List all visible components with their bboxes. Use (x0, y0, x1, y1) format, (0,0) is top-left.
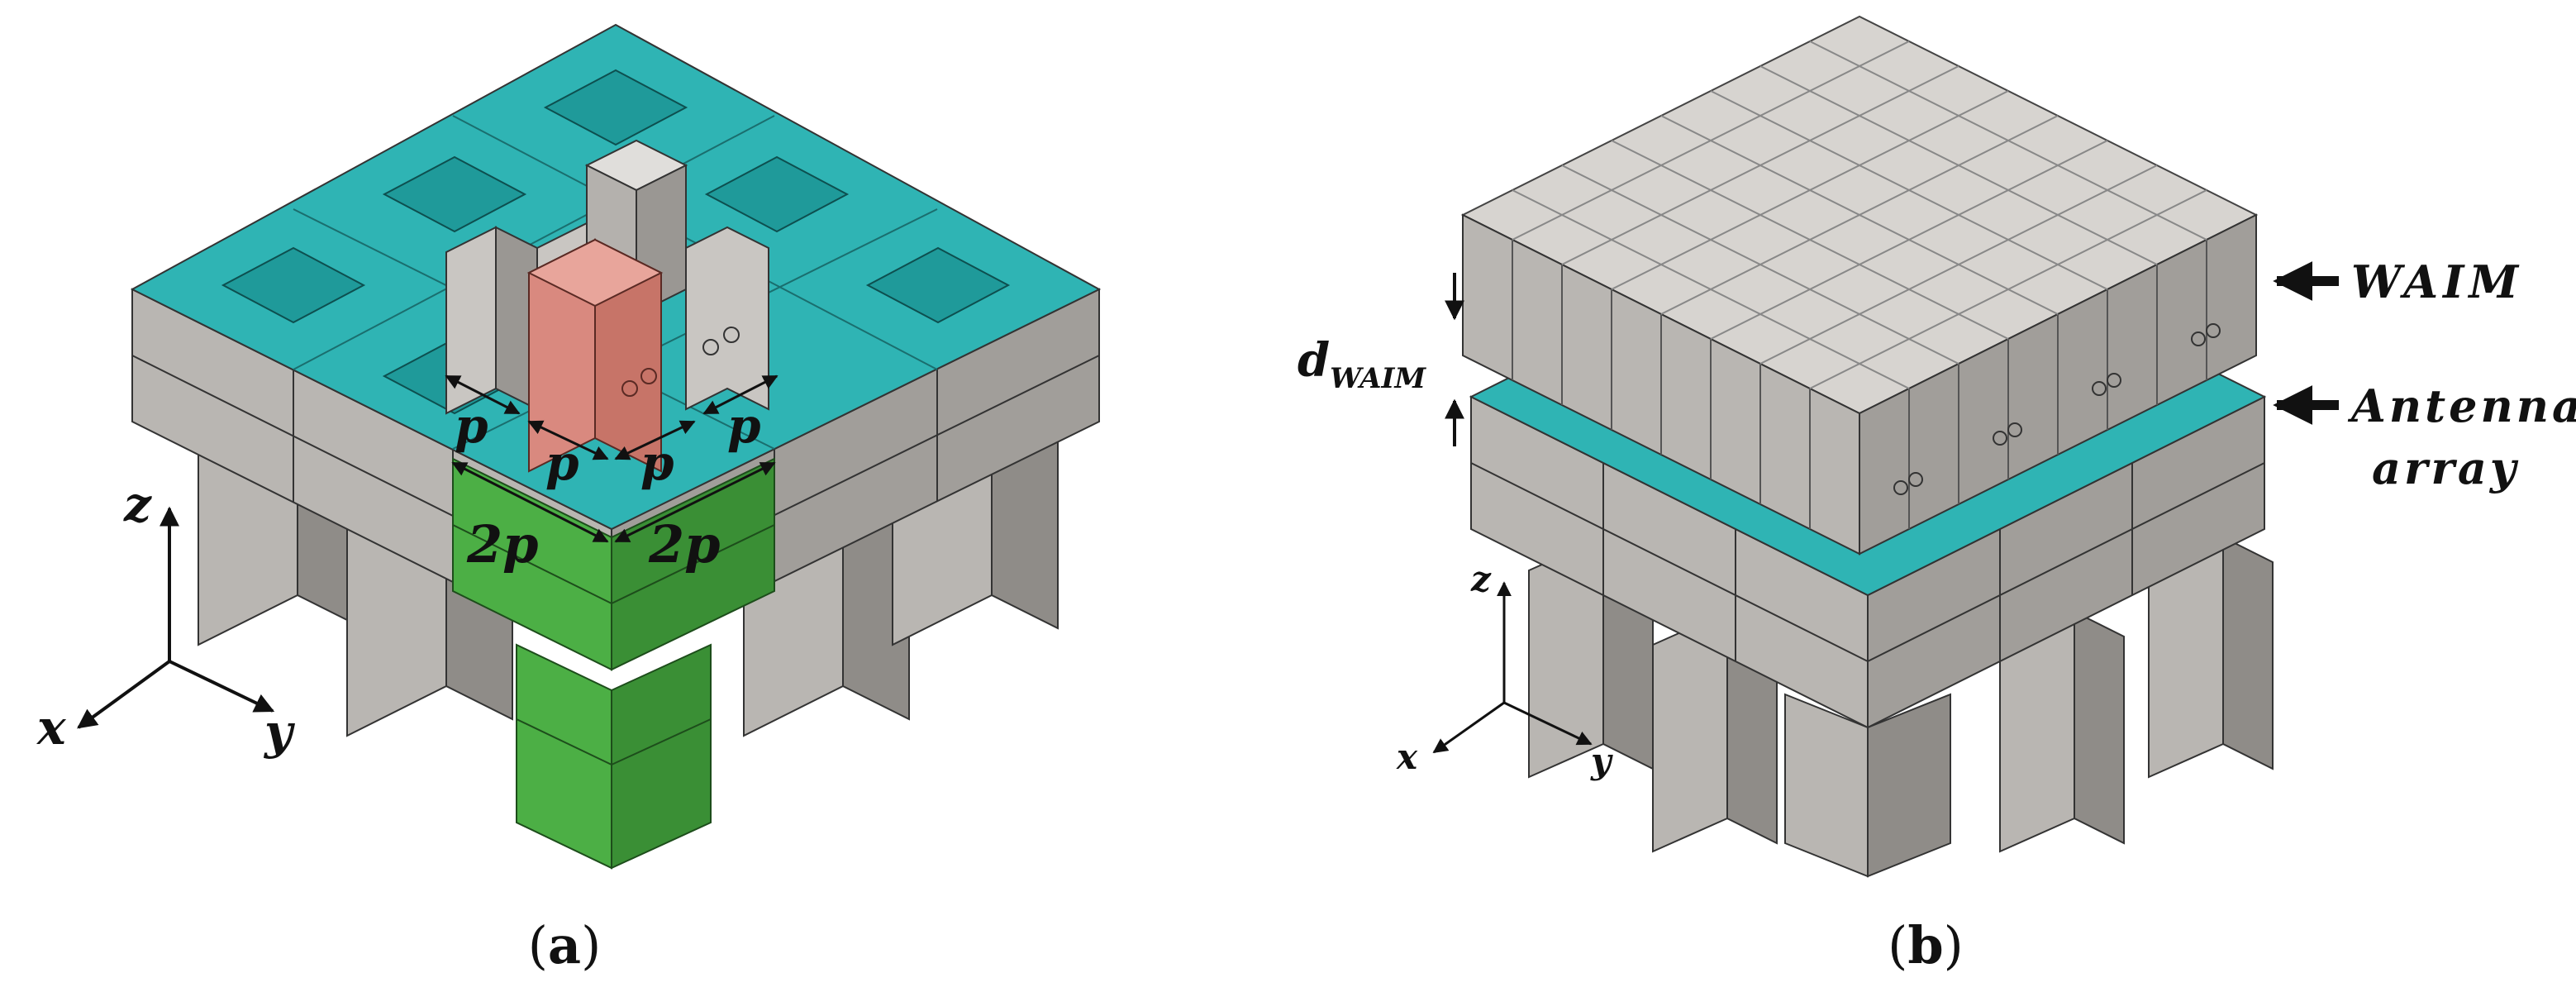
panel-b-base-block (1470, 395, 2265, 729)
axis-label-z-b: z (1470, 559, 1492, 599)
dim-label-p-1: p (455, 398, 488, 454)
label-waim: WAIM (2351, 255, 2523, 308)
axis-label-y-a: y (263, 703, 296, 760)
axis-label-y-b: y (1590, 741, 1613, 781)
axis-label-x-a: x (36, 699, 67, 756)
dim-label-2p-left: 2p (466, 514, 539, 575)
caption-a: (a) (528, 915, 602, 975)
panel-a: p p p p 2p 2p z x y (a) (36, 23, 1102, 975)
panel-a-axes (77, 506, 275, 729)
panel-b-axes (1432, 581, 1593, 754)
label-antenna-line1: Antenna (2347, 379, 2576, 432)
panel-b: dWAIM WAIM Antenna array z x y (b) (1298, 15, 2576, 975)
axis-label-z-a: z (123, 476, 152, 532)
axis-label-x-b: x (1396, 737, 1418, 777)
panel-a-dimension-lines (445, 374, 779, 543)
label-antenna-line2: array (2372, 441, 2519, 494)
panel-a-tube-cluster (445, 139, 769, 473)
dim-label-p-3: p (640, 435, 674, 491)
panel-b-pillars (1528, 536, 2274, 878)
dim-label-p-2: p (545, 435, 579, 491)
panel-b-waim-array (1460, 15, 2259, 556)
gap-label-d-waim: dWAIM (1298, 333, 1426, 395)
caption-b: (b) (1888, 915, 1964, 975)
dim-label-2p-right: 2p (648, 514, 721, 575)
dim-label-p-4: p (727, 398, 761, 454)
